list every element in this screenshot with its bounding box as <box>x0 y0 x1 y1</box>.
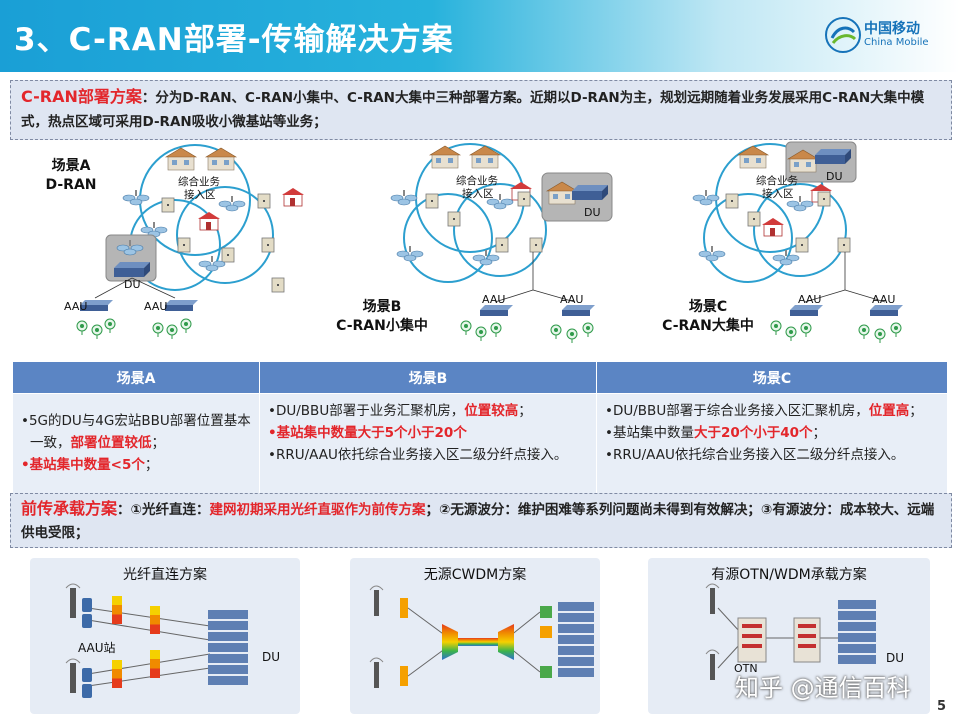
cell-b-item3-text: RRU/AAU依托综合业务接入区二级分纤点接入。 <box>275 447 568 463</box>
table-header-row: 场景A 场景B 场景C <box>12 361 948 394</box>
table-cell-b: •DU/BBU部署于业务汇聚机房，位置较高； •基站集中数量大于5个小于20个 … <box>259 393 597 495</box>
cell-c-item1-highlight: 位置高 <box>868 403 910 419</box>
page-title: 3、C-RAN部署-传输解决方案 <box>14 22 454 58</box>
cell-b-item1-text: DU/BBU部署于业务汇聚机房， <box>275 403 465 419</box>
scenario-a-label: 场景A D-RAN <box>36 157 106 195</box>
scenario-c-title: 场景C <box>688 299 728 315</box>
list-item: •RRU/AAU依托综合业务接入区二级分纤点接入。 <box>605 447 905 463</box>
panel-active-otn-du-label: DU <box>886 651 904 665</box>
logo-text-en: China Mobile <box>864 37 929 48</box>
scenario-b-aau-label: AAU <box>482 293 505 306</box>
panel-fiber-direct: 光纤直连方案 <box>30 558 300 714</box>
scenario-a-du-label: DU <box>124 278 141 291</box>
passive-cwdm-diagram <box>369 585 594 688</box>
cell-b-item1-highlight: 位置较高 <box>464 403 519 419</box>
scenario-c-ring-label-1: 综合业务 <box>756 174 798 187</box>
table-header-b: 场景B <box>259 361 597 394</box>
deployment-summary-text: C-RAN部署方案：分为D-RAN、C-RAN小集中、C-RAN大集中三种部署方… <box>21 85 941 134</box>
panel-fiber-direct-title: 光纤直连方案 <box>123 567 207 583</box>
panel-passive-cwdm: 无源CWDM方案 <box>350 558 600 714</box>
cell-a-item1-highlight: 部署位置较低 <box>70 435 152 451</box>
cell-c-item2-end: ； <box>812 425 827 441</box>
list-item: •RRU/AAU依托综合业务接入区二级分纤点接入。 <box>268 447 568 463</box>
list-item: •DU/BBU部署于综合业务接入区汇聚机房，位置高； <box>605 403 923 419</box>
panel-active-otn: 有源OTN/WDM承载方案 OTN DU <box>648 558 930 714</box>
china-mobile-logo: 中国移动 China Mobile <box>824 14 934 58</box>
table-cell-c: •DU/BBU部署于综合业务接入区汇聚机房，位置高； •基站集中数量大于20个小… <box>596 393 948 495</box>
cell-c-item1-text: DU/BBU部署于综合业务接入区汇聚机房， <box>612 403 869 419</box>
table-header-a: 场景A <box>12 361 260 394</box>
deployment-summary-body: ：分为D-RAN、C-RAN小集中、C-RAN大集中三种部署方案。近期以D-RA… <box>21 90 925 130</box>
table-header-c: 场景C <box>596 361 948 394</box>
scenario-b-aau-label-2: AAU <box>560 293 583 306</box>
list-item: •基站集中数量<5个； <box>21 457 159 473</box>
cell-c-item3-text: RRU/AAU依托综合业务接入区二级分纤点接入。 <box>612 447 905 463</box>
fiber-direct-diagram: AAU站 DU <box>65 583 280 698</box>
scenario-b-subtitle: C-RAN小集中 <box>336 318 428 334</box>
scenario-c-label: 场景C C-RAN大集中 <box>648 298 768 336</box>
scenario-a-ring-label-2: 接入区 <box>184 188 216 201</box>
panel-active-otn-label: OTN <box>734 662 758 675</box>
deployment-summary-box: C-RAN部署方案：分为D-RAN、C-RAN小集中、C-RAN大集中三种部署方… <box>10 80 952 140</box>
cell-b-item1-end: ； <box>518 403 532 419</box>
scenario-c-aau-label-2: AAU <box>872 293 895 306</box>
watermark: 知乎 @通信百科 <box>735 674 911 702</box>
fronthaul-part2: ；②无源波分：维护困难等系列问题尚未得到有效解决；③有源波分：成本较大、远端供电… <box>21 502 935 541</box>
cell-c-item2-highlight: 大于20个小于40个 <box>693 425 813 441</box>
header-bar: 3、C-RAN部署-传输解决方案 中国移动 China Mobile <box>0 0 960 72</box>
scenario-c-diagram: DU AAU AAU 综合业务 接入区 <box>692 141 903 344</box>
cell-a-item1-text: 5G的DU与4G宏站BBU部署位置基本一致， <box>28 413 251 451</box>
fronthaul-summary-box: 前传承载方案：①光纤直连：建网初期采用光纤直驱作为前传方案；②无源波分：维护困难… <box>10 493 952 548</box>
cell-b-item2-highlight: 基站集中数量大于5个小于20个 <box>276 425 467 441</box>
scenario-a-aau-label-2: AAU <box>144 300 167 313</box>
panel-active-otn-title: 有源OTN/WDM承载方案 <box>711 567 867 583</box>
fronthaul-part1: ：①光纤直连： <box>117 502 210 518</box>
panel-fiber-direct-du-label: DU <box>262 650 280 664</box>
table-row: •5G的DU与4G宏站BBU部署位置基本一致，部署位置较低； •基站集中数量<5… <box>12 393 948 495</box>
china-mobile-logo-icon <box>825 17 861 53</box>
list-item: •DU/BBU部署于业务汇聚机房，位置较高； <box>268 403 532 419</box>
scenario-c-subtitle: C-RAN大集中 <box>662 318 754 334</box>
scenario-b-ring-label-2: 接入区 <box>462 187 494 200</box>
scenario-comparison-table: 场景A 场景B 场景C •5G的DU与4G宏站BBU部署位置基本一致，部署位置较… <box>12 361 948 495</box>
fronthaul-summary-label: 前传承载方案 <box>21 499 118 518</box>
scenario-b-ring-label-1: 综合业务 <box>456 174 498 187</box>
panel-fiber-direct-aau-label: AAU站 <box>78 641 116 655</box>
list-item: •5G的DU与4G宏站BBU部署位置基本一致，部署位置较低； <box>21 413 251 451</box>
page-number: 5 <box>936 699 946 714</box>
list-item: •基站集中数量大于20个小于40个； <box>605 425 827 441</box>
list-item: •基站集中数量大于5个小于20个 <box>268 425 467 441</box>
scenario-b-du-label: DU <box>584 206 601 219</box>
scenario-a-title: 场景A <box>51 158 91 174</box>
table-cell-a: •5G的DU与4G宏站BBU部署位置基本一致，部署位置较低； •基站集中数量<5… <box>12 393 260 495</box>
cell-a-item2-highlight: 基站集中数量<5个 <box>29 457 145 473</box>
scenario-diagrams: DU AAU AAU 综合业务 接入区 DU <box>64 141 903 344</box>
scenario-a-subtitle: D-RAN <box>45 177 97 193</box>
fronthaul-part1-highlight: 建网初期采用光纤直驱作为前传方案 <box>209 502 426 518</box>
scenario-b-title: 场景B <box>362 299 402 315</box>
cell-a-item1-end: ； <box>151 435 166 451</box>
scenario-b-diagram: DU AAU AAU 综合业务 接入区 <box>390 143 613 344</box>
cell-c-item1-end: ； <box>909 403 923 419</box>
logo-text-cn: 中国移动 <box>864 21 920 37</box>
cell-a-item2-end: ； <box>144 457 159 473</box>
active-otn-diagram: OTN DU <box>705 583 904 680</box>
scenario-a-diagram: DU AAU AAU 综合业务 接入区 <box>64 144 305 340</box>
fronthaul-summary-text: 前传承载方案：①光纤直连：建网初期采用光纤直驱作为前传方案；②无源波分：维护困难… <box>21 497 941 545</box>
panel-passive-cwdm-title: 无源CWDM方案 <box>423 567 527 583</box>
scenario-c-aau-label: AAU <box>798 293 821 306</box>
scenario-a-ring-label-1: 综合业务 <box>178 175 220 188</box>
scenario-a-aau-label: AAU <box>64 300 87 313</box>
deployment-summary-label: C-RAN部署方案 <box>21 87 142 106</box>
scenario-b-label: 场景B C-RAN小集中 <box>322 298 442 336</box>
scenario-c-ring-label-2: 接入区 <box>762 187 794 200</box>
scenario-c-du-label: DU <box>826 170 843 183</box>
cell-c-item2-text: 基站集中数量 <box>612 425 694 441</box>
